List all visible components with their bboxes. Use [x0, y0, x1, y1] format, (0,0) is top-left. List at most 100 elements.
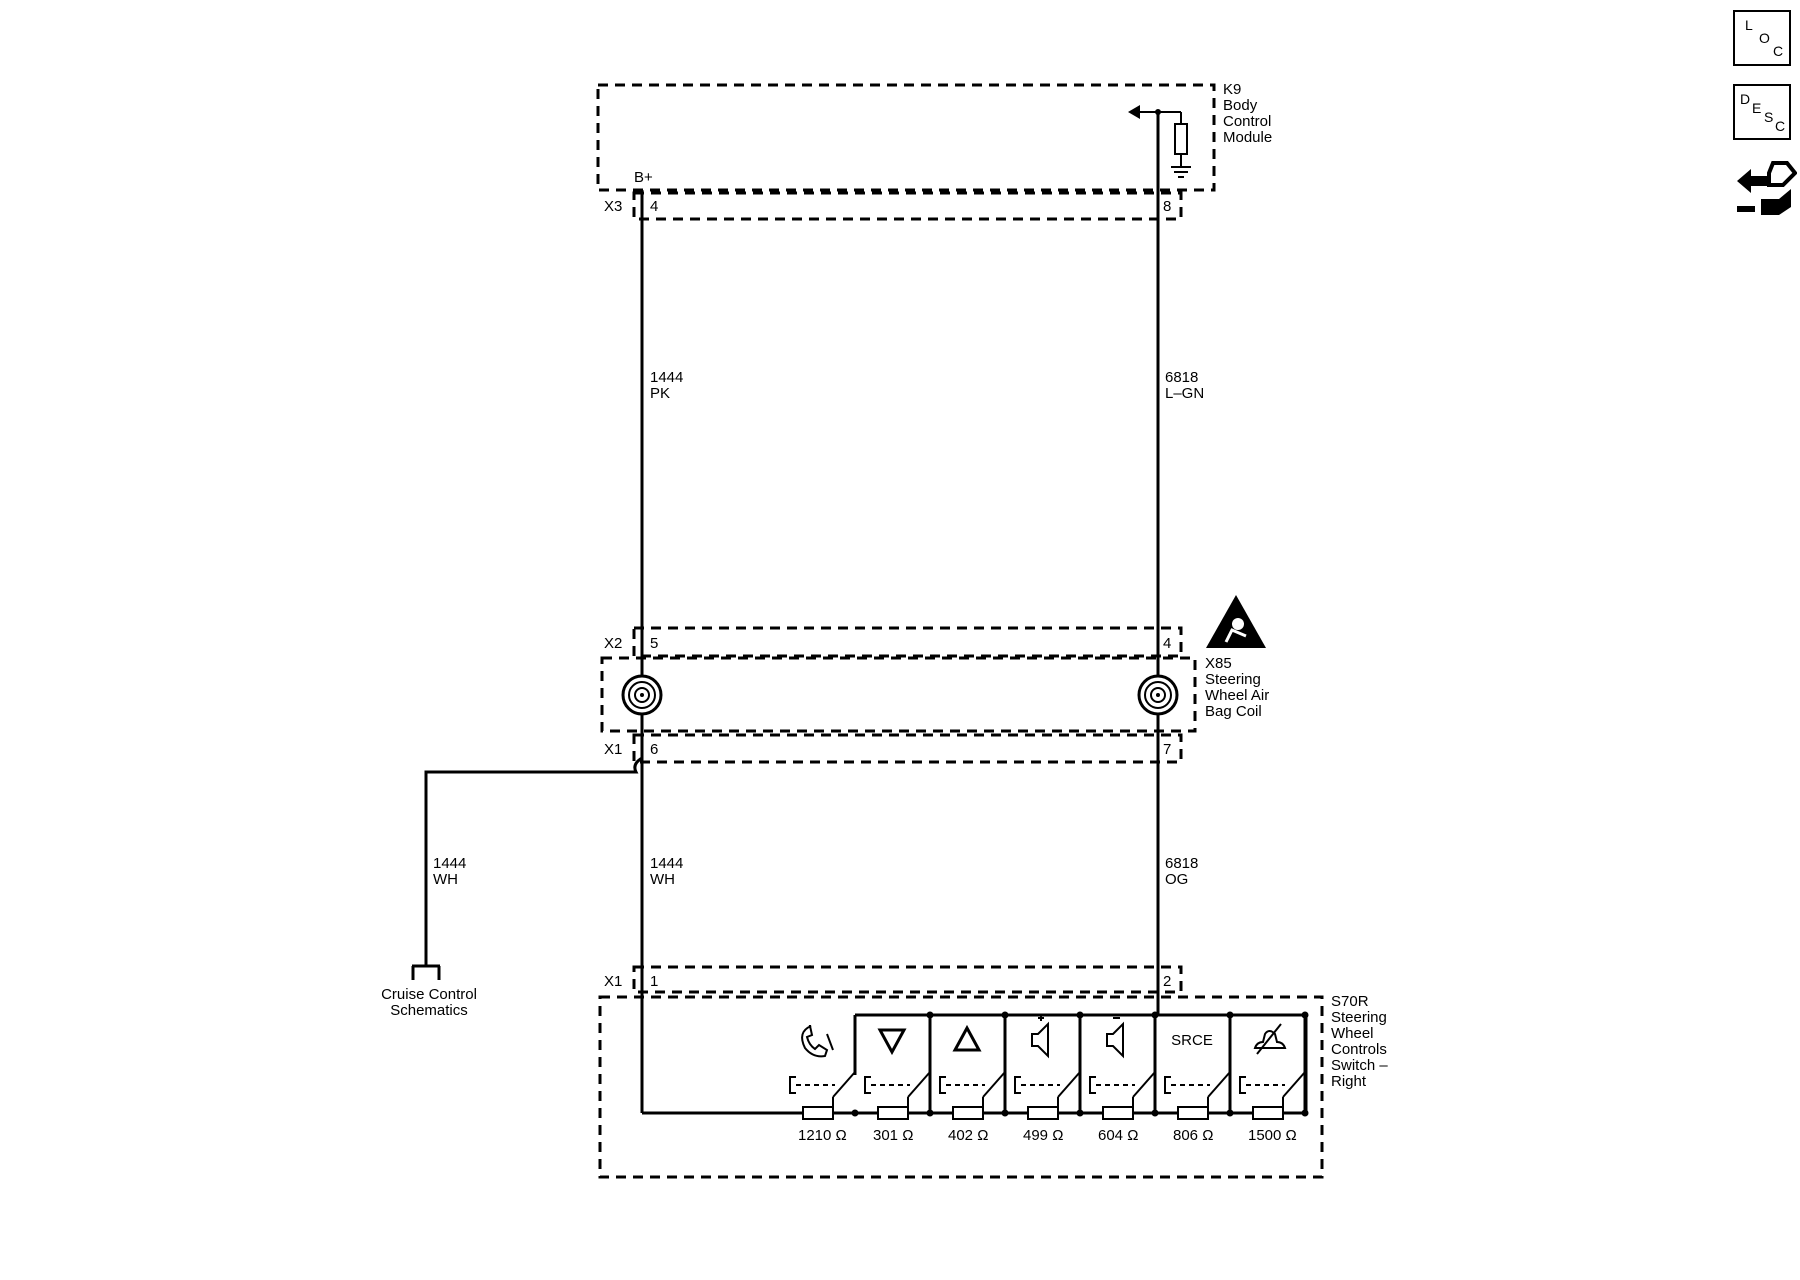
repair-tools-icon[interactable] — [1733, 155, 1797, 221]
switch-blade-5 — [1207, 1071, 1231, 1098]
location-letter-l: L — [1745, 17, 1753, 33]
k9-body-control-module[interactable]: K9 Body Control Module B+ — [596, 81, 1272, 192]
s70r-label-2: Steering — [1331, 1009, 1387, 1026]
switch-blade-3 — [1057, 1071, 1081, 1098]
connector-x3-pin-left: 4 — [650, 198, 658, 215]
volume-down-icon — [1106, 1021, 1124, 1059]
x85-label-3: Wheel Air — [1205, 687, 1269, 704]
ladder-junction-top-3 — [1076, 1011, 1084, 1019]
location-letter-o: O — [1759, 30, 1770, 46]
bcm-pulldown-resistor — [1174, 123, 1188, 155]
wire-lower-right-color: OG — [1165, 871, 1188, 888]
connector-x1-coil-outline — [632, 733, 1183, 764]
connector-x1-switch[interactable]: X1 1 2 — [604, 965, 1183, 994]
phone-slash — [826, 1033, 834, 1051]
switch-actuator-5 — [1164, 1076, 1171, 1094]
mute-slash — [1256, 1023, 1282, 1055]
connector-x1-switch-pin-left: 1 — [650, 973, 658, 990]
x85-label-1: X85 — [1205, 655, 1232, 672]
switch-actuator-6 — [1239, 1076, 1246, 1094]
ladder-junction-bottom-5 — [1226, 1109, 1234, 1117]
resistor-value-402: 402 Ω — [948, 1127, 988, 1144]
s70r-label-6: Right — [1331, 1073, 1367, 1090]
airbag-warning-icon — [1206, 595, 1266, 648]
connector-x2-pin-left: 5 — [650, 635, 658, 652]
coil-left-icon — [621, 674, 663, 716]
connector-x3[interactable]: X3 4 8 — [604, 191, 1183, 221]
resistor-value-301: 301 Ω — [873, 1127, 913, 1144]
resistor-402 — [952, 1106, 984, 1120]
wire-upper-right-color: L–GN — [1165, 385, 1204, 402]
triangle-down-icon — [877, 1028, 907, 1056]
ladder-junction-top-4 — [1151, 1011, 1159, 1019]
s70r-label-4: Controls — [1331, 1041, 1387, 1058]
switch-blade-1 — [907, 1071, 931, 1098]
switch-label-srce: SRCE — [1171, 1032, 1213, 1049]
x85-label-2: Steering — [1205, 671, 1261, 688]
phone-icon — [801, 1025, 829, 1058]
ladder-junction-bottom-4 — [1151, 1109, 1159, 1117]
switch-actuator-3 — [1014, 1076, 1021, 1094]
k9-label-3: Control — [1223, 113, 1271, 130]
location-button[interactable]: L O C — [1733, 10, 1791, 66]
wire-upper-left-color: PK — [650, 385, 670, 402]
description-letter-s: S — [1764, 109, 1774, 125]
connector-x1-switch-name: X1 — [604, 973, 622, 990]
wire-lower-left-color: WH — [650, 871, 675, 888]
description-letter-d: D — [1740, 91, 1751, 107]
cruise-control-ref-2[interactable]: Schematics — [390, 1002, 468, 1019]
switch-actuator-1 — [864, 1076, 871, 1094]
x85-label-4: Bag Coil — [1205, 703, 1262, 720]
k9-module-outline — [596, 83, 1216, 192]
connector-x1-switch-pin-right: 2 — [1163, 973, 1171, 990]
x85-air-bag-coil[interactable]: X85 Steering Wheel Air Bag Coil — [600, 595, 1269, 733]
s70r-label-1: S70R — [1331, 993, 1369, 1010]
k9-label-1: K9 — [1223, 81, 1241, 98]
resistor-1210 — [802, 1106, 834, 1120]
k9-label-2: Body — [1223, 97, 1258, 114]
resistor-value-1210: 1210 Ω — [798, 1127, 847, 1144]
resistor-806 — [1177, 1106, 1209, 1120]
switch-actuator-2 — [939, 1076, 946, 1094]
s70r-label-3: Wheel — [1331, 1025, 1374, 1042]
connector-x1-coil-pin-left: 6 — [650, 741, 658, 758]
x85-coil-outline — [600, 656, 1197, 733]
branch-cruise-control[interactable]: 1444 WH Cruise Control Schematics — [381, 756, 643, 1019]
ladder-junction-top-1 — [926, 1011, 934, 1019]
s70r-steering-wheel-controls[interactable]: S70R Steering Wheel Controls Switch – Ri… — [598, 993, 1388, 1179]
description-button[interactable]: D E S C — [1733, 84, 1791, 140]
wire-branch-color: WH — [433, 871, 458, 888]
connector-x1-switch-outline — [632, 965, 1183, 994]
connector-x2-outline — [632, 626, 1183, 658]
connector-x3-pin-right: 8 — [1163, 198, 1171, 215]
resistor-604 — [1102, 1106, 1134, 1120]
ladder-junction-bottom-2 — [1001, 1109, 1009, 1117]
coil-right-icon — [1137, 674, 1179, 716]
plus-sign — [1038, 1015, 1044, 1021]
cruise-control-ref-1[interactable]: Cruise Control — [381, 986, 477, 1003]
connector-x3-name: X3 — [604, 198, 622, 215]
resistor-value-1500: 1500 Ω — [1248, 1127, 1297, 1144]
switch-blade-4 — [1132, 1071, 1156, 1098]
description-letter-e: E — [1752, 100, 1762, 116]
switch-actuator-4 — [1089, 1076, 1096, 1094]
resistor-499 — [1027, 1106, 1059, 1120]
resistor-1500 — [1252, 1106, 1284, 1120]
location-letter-c: C — [1773, 43, 1784, 59]
ladder-junction-top-5 — [1226, 1011, 1234, 1019]
ladder-junction-bottom-1 — [926, 1109, 934, 1117]
connector-x2[interactable]: X2 5 4 — [604, 626, 1183, 658]
supply-label: B+ — [634, 169, 653, 186]
k9-label-4: Module — [1223, 129, 1272, 146]
ladder-junction-top-2 — [1001, 1011, 1009, 1019]
volume-up-icon — [1031, 1021, 1049, 1059]
s70r-label-5: Switch – — [1331, 1057, 1388, 1074]
wire-upper-left-circuit: 1444 — [650, 369, 683, 386]
switch-blade-2 — [982, 1071, 1006, 1098]
wire-lower-left-circuit: 1444 — [650, 855, 683, 872]
connector-x2-name: X2 — [604, 635, 622, 652]
input-arrow-icon — [1128, 105, 1140, 119]
connector-x1-coil[interactable]: X1 6 7 — [604, 733, 1183, 764]
